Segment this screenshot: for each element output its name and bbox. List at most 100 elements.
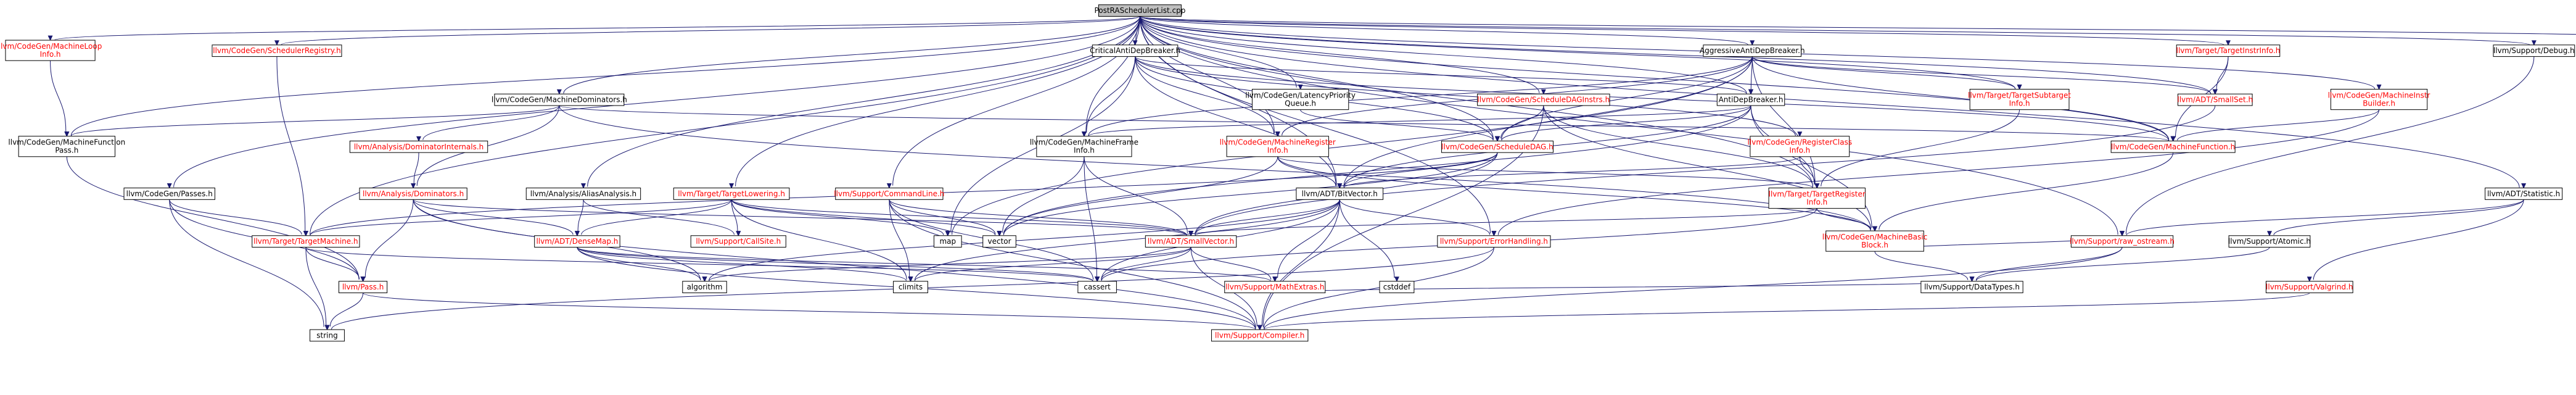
edge-cadb-to-mfi — [1081, 56, 1136, 137]
edge-root-to-sdi — [1139, 16, 1546, 95]
node-eh[interactable]: llvm/Support/ErrorHandling.h — [1437, 235, 1551, 248]
node-label: llvm/ADT/SmallSet.h — [2177, 96, 2253, 104]
node-label: llvm/CodeGen/ScheduleDAG.h — [1441, 143, 1553, 151]
edge-dm-to-climits — [577, 247, 913, 282]
node-sv[interactable]: llvm/ADT/SmallVector.h — [1145, 235, 1237, 248]
edge-line — [563, 16, 1140, 94]
node-label: vector — [988, 237, 1011, 246]
node-tii[interactable]: llvm/Target/TargetInstrInfo.h — [2176, 44, 2281, 57]
node-box — [1768, 188, 1866, 209]
edge-stat-to-ros — [2120, 199, 2524, 236]
edge-aadb-to-mfi — [1081, 56, 1753, 137]
edge-line — [1264, 247, 2123, 330]
edge-arrowhead — [702, 276, 707, 282]
edge-arrowhead — [1872, 226, 1878, 232]
node-box — [690, 235, 786, 248]
node-label: llvm/Analysis/Dominators.h — [363, 189, 464, 198]
edge-line — [1139, 16, 1491, 234]
node-label: Info.h — [2009, 99, 2030, 108]
edge-mri-to-bv — [1277, 156, 1343, 189]
node-dom[interactable]: llvm/Analysis/Dominators.h — [359, 188, 467, 200]
node-box — [1716, 93, 1785, 106]
node-cassert: cassert — [1077, 281, 1117, 293]
edge-stat-to-vg — [2306, 199, 2524, 282]
node-box — [1920, 281, 2023, 293]
node-cl[interactable]: llvm/Support/CommandLine.h — [834, 188, 944, 200]
node-box — [123, 188, 215, 200]
edge-line — [1343, 152, 1498, 188]
edge-tl-to-tm — [303, 199, 732, 236]
node-sr[interactable]: llvm/CodeGen/SchedulerRegistry.h — [212, 44, 342, 57]
edge-arrowhead — [1491, 231, 1497, 236]
node-label: PostRASchedulerList.cpp — [1094, 6, 1185, 15]
node-comp[interactable]: llvm/Support/Compiler.h — [1211, 329, 1309, 342]
edge-line — [577, 247, 701, 281]
node-cstddef: cstddef — [1379, 281, 1415, 293]
edge-line — [413, 199, 1187, 236]
edge-line — [1277, 156, 1813, 188]
edge-line — [305, 247, 1093, 281]
edge-arrowhead — [2120, 231, 2125, 236]
edge-line — [1975, 247, 2270, 281]
node-box — [2177, 93, 2253, 106]
node-tl[interactable]: llvm/Target/TargetLowering.h — [673, 188, 790, 200]
node-pas: llvm/CodeGen/Passes.h — [123, 188, 215, 200]
edge-arrowhead — [1298, 85, 1303, 90]
edge-root-to-shr — [1139, 16, 2576, 35]
edge-arrowhead — [1272, 276, 1278, 282]
edge-line — [1300, 109, 1494, 141]
node-vg[interactable]: llvm/Support/Valgrind.h — [2265, 281, 2353, 293]
node-box — [1211, 329, 1309, 342]
node-box — [2110, 140, 2236, 153]
edge-line — [1135, 56, 1275, 135]
edge-line — [1821, 109, 2020, 187]
node-label: Pass.h — [55, 146, 78, 155]
node-dm[interactable]: llvm/ADT/DenseMap.h — [534, 235, 620, 248]
node-di[interactable]: llvm/Analysis/DominatorInternals.h — [349, 140, 488, 153]
edge-arrowhead — [1750, 40, 1755, 46]
edge-line — [1343, 56, 1753, 187]
edge-arrowhead — [47, 35, 53, 41]
edge-sv-to-me — [1190, 247, 1278, 282]
edge-line — [66, 156, 360, 280]
node-box — [835, 188, 944, 200]
edge-line — [1500, 106, 1544, 139]
edge-line — [889, 199, 1187, 236]
node-label: llvm/Support/Debug.h — [2493, 46, 2575, 55]
edge-line — [173, 16, 1140, 188]
node-pass[interactable]: llvm/Pass.h — [338, 281, 388, 293]
node-box — [1145, 235, 1237, 248]
edge-line — [1139, 16, 1494, 140]
edge-line — [50, 60, 67, 132]
node-label: llvm/ADT/DenseMap.h — [536, 237, 618, 246]
node-box — [2330, 89, 2428, 110]
node-ros[interactable]: llvm/Support/raw_ostream.h — [2070, 235, 2175, 248]
node-label: AggressiveAntiDepBreaker.h — [1700, 46, 1805, 55]
node-box — [2176, 44, 2281, 57]
node-me[interactable]: llvm/Support/MathExtras.h — [1224, 281, 1326, 293]
node-ss[interactable]: llvm/ADT/SmallSet.h — [2177, 93, 2253, 106]
edge-line — [1277, 156, 1871, 231]
edge-line — [1339, 199, 1491, 235]
node-stat: llvm/ADT/Statistic.h — [2485, 188, 2563, 200]
edge-line — [2126, 199, 2524, 236]
node-root: PostRASchedulerList.cpp — [1094, 4, 1185, 17]
node-box — [1441, 140, 1553, 153]
node-mf[interactable]: llvm/CodeGen/MachineFunction.h — [2110, 140, 2236, 153]
edge-line — [1139, 16, 1747, 94]
node-label: llvm/Support/Atomic.h — [2228, 237, 2311, 246]
node-sdag[interactable]: llvm/CodeGen/ScheduleDAG.h — [1441, 140, 1553, 153]
node-sdi[interactable]: llvm/CodeGen/ScheduleDAGInstrs.h — [1477, 93, 1610, 106]
node-tm[interactable]: llvm/Target/TargetMachine.h — [252, 235, 360, 248]
node-cs[interactable]: llvm/Support/CallSite.h — [690, 235, 786, 248]
edge-root-to-tii — [1139, 16, 2231, 46]
edge-vg-to-comp — [1257, 293, 2310, 331]
